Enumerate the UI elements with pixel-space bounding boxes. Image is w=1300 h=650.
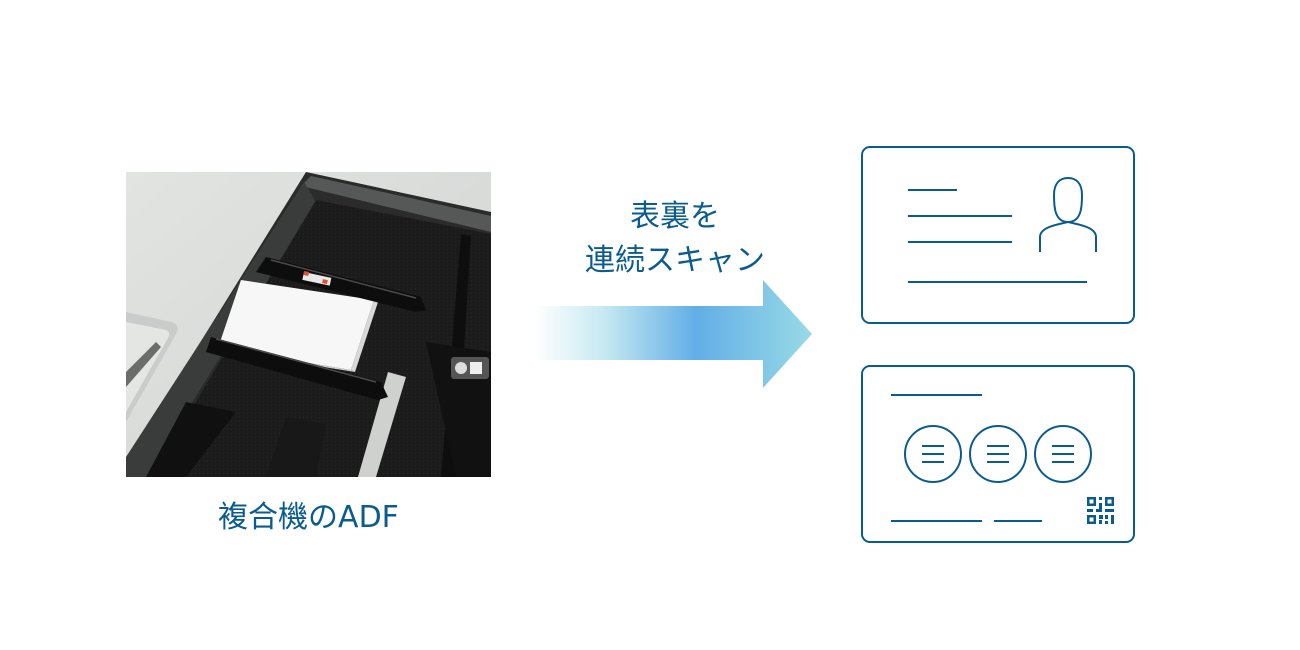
seal-icons	[904, 425, 1092, 483]
qr-code-icon	[1087, 497, 1114, 524]
adf-photo-illustration	[126, 172, 491, 477]
arrow-label-line1: 表裏を	[630, 199, 720, 234]
adf-photo	[126, 172, 491, 477]
arrow-label: 表裏を 連続スキャン	[540, 195, 810, 283]
right-arrow-icon	[535, 278, 815, 390]
card-front	[860, 145, 1136, 325]
person-icon	[1039, 176, 1097, 252]
arrow-label-line2: 連続スキャン	[585, 243, 765, 278]
photo-caption: 複合機のADF	[218, 500, 399, 535]
card-back	[860, 364, 1136, 544]
